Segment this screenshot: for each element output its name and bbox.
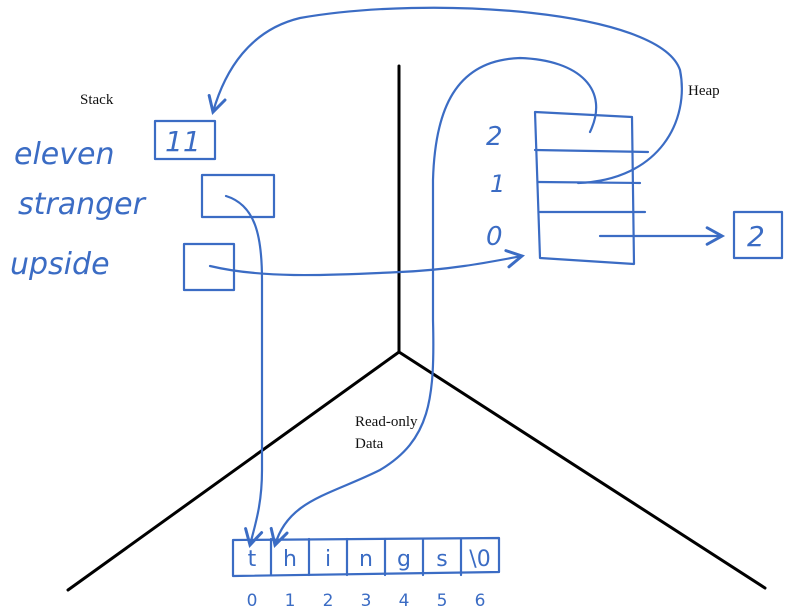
heap-array: 2 1 0 2 bbox=[486, 110, 784, 266]
string-char-0: t bbox=[248, 547, 257, 572]
string-index-3: 3 bbox=[361, 591, 372, 611]
arrow-stranger-to-string bbox=[224, 194, 264, 548]
stack-box-eleven bbox=[153, 119, 217, 161]
heap-array-outline bbox=[533, 110, 636, 266]
stack-label: Stack bbox=[80, 92, 114, 108]
region-dividers bbox=[66, 64, 767, 592]
stack-box-value-eleven: 11 bbox=[165, 125, 201, 158]
stack-var-name-stranger: stranger bbox=[18, 187, 147, 222]
stack-variables: eleven 11 stranger upside bbox=[10, 119, 276, 292]
arrow-heap-to-string bbox=[269, 56, 598, 548]
string-char-5: s bbox=[436, 547, 447, 572]
arrow-upside-to-heap bbox=[208, 249, 526, 277]
string-char-2: i bbox=[325, 547, 331, 572]
stack-var-name-upside: upside bbox=[10, 247, 110, 282]
arrow-heap-to-eleven bbox=[207, 6, 683, 185]
heap-label: Heap bbox=[688, 83, 720, 99]
string-char-1: h bbox=[283, 547, 297, 572]
string-index-0: 0 bbox=[247, 591, 258, 611]
pointer-arrows bbox=[207, 6, 726, 548]
string-index-6: 6 bbox=[475, 591, 486, 611]
stack-box-stranger bbox=[200, 173, 276, 219]
readonly-label-line2: Data bbox=[355, 436, 384, 452]
string-char-6: \0 bbox=[469, 547, 490, 572]
heap-index-2: 2 bbox=[486, 122, 503, 152]
divider-right bbox=[397, 350, 767, 590]
heap-target-value: 2 bbox=[747, 220, 765, 253]
string-char-3: n bbox=[359, 547, 373, 572]
stack-var-name-eleven: eleven bbox=[14, 137, 114, 172]
heap-index-0: 0 bbox=[486, 222, 503, 252]
string-index-2: 2 bbox=[323, 591, 334, 611]
divider-left bbox=[66, 350, 401, 592]
string-char-4: g bbox=[397, 547, 411, 572]
stack-box-upside bbox=[182, 242, 236, 292]
heap-array-divider-1 bbox=[533, 148, 650, 154]
readonly-label-line1: Read-only bbox=[355, 414, 418, 430]
string-outline bbox=[231, 536, 501, 578]
string-index-5: 5 bbox=[437, 591, 448, 611]
string-index-1: 1 bbox=[285, 591, 296, 611]
heap-index-1: 1 bbox=[490, 170, 505, 198]
string-index-4: 4 bbox=[399, 591, 410, 611]
readonly-string: t 0 h 1 i 2 n 3 g 4 s 5 \0 6 bbox=[231, 536, 501, 611]
heap-target-box bbox=[732, 210, 784, 260]
